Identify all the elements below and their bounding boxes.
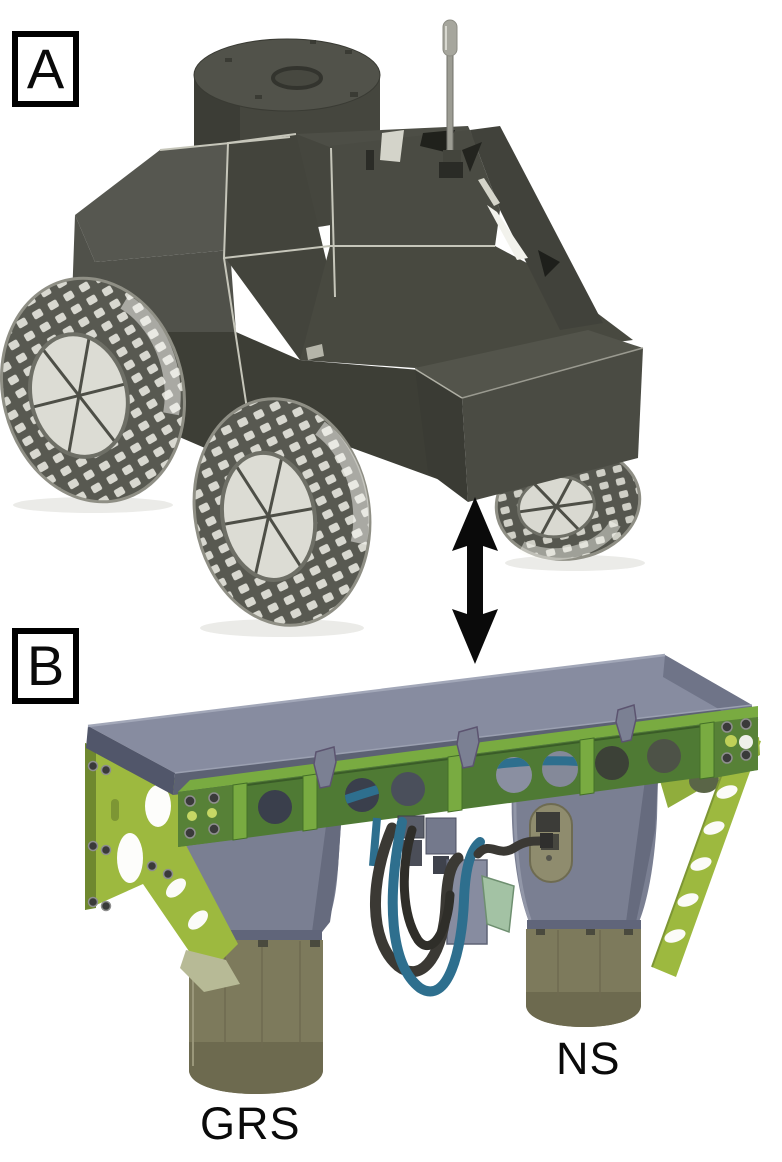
beam-ribs xyxy=(232,721,715,841)
plate-clamps xyxy=(313,704,637,789)
deck-slot-dark xyxy=(420,130,455,152)
panel-a-letter: A xyxy=(26,37,65,100)
turret-top-details xyxy=(225,40,358,99)
truss-beam xyxy=(177,704,759,847)
wheel-spokes xyxy=(518,477,595,536)
wheel-front-right xyxy=(494,445,642,561)
turret-ring xyxy=(271,66,323,90)
panel-b-letter: B xyxy=(26,634,65,697)
panel-a-label: A xyxy=(12,31,79,107)
mint-bracket xyxy=(481,874,515,934)
panel-b-payload xyxy=(85,653,761,1094)
right-frame xyxy=(470,126,603,330)
wheel-spokes xyxy=(31,337,126,455)
left-bracket xyxy=(85,743,240,992)
wheel-spokes xyxy=(222,457,315,575)
rover-front-box xyxy=(414,330,644,502)
cable-dark-loop xyxy=(370,822,464,978)
cable-to-ns xyxy=(473,836,549,859)
double-arrow xyxy=(452,497,498,664)
rover-antenna xyxy=(439,19,482,178)
bracket-foot xyxy=(180,950,240,992)
ground-shadows xyxy=(13,497,645,637)
wheel-front-left xyxy=(192,397,372,627)
bracket-bolts xyxy=(87,760,174,912)
bracket-slots xyxy=(664,785,738,943)
cable-harness xyxy=(369,815,553,997)
ns-instrument xyxy=(511,778,658,1027)
panel-a-rover xyxy=(0,19,645,637)
ns-top-tabs xyxy=(536,929,633,935)
panel-b-label: B xyxy=(12,628,79,704)
beam-bolts xyxy=(184,718,752,839)
grs-panel-seams xyxy=(224,941,301,1048)
ns-panel-seams xyxy=(557,930,601,998)
deck-hatch-light xyxy=(380,130,404,162)
cable-teal-loop xyxy=(387,817,485,997)
ns-label: NS xyxy=(556,1033,621,1084)
windshield-wedge xyxy=(224,134,335,360)
rover-body xyxy=(72,126,633,480)
wheel-rear-left xyxy=(0,276,187,504)
grs-label: GRS xyxy=(200,1098,301,1149)
